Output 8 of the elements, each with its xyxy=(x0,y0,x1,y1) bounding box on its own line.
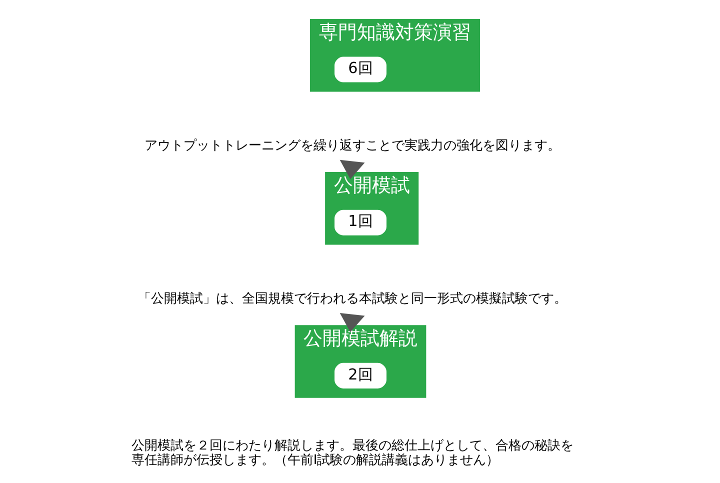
node-box: 1回 xyxy=(334,210,386,236)
arrow xyxy=(339,160,364,180)
node-text: 「公開模試」は、全国規模で行われる本試験と同一形式の模擬試験です。 xyxy=(137,292,566,307)
arrow xyxy=(339,312,364,332)
node-text: 公開模試を２回にわたり解説します。最後の総仕上げとして、合格の秘訣を専任講師が伝授します。（午前Ⅰ試験の解説講義はありません） xyxy=(130,438,573,468)
node-text: アウトプットトレーニングを繰り返すことで実践力の強化を図ります。 xyxy=(144,138,560,154)
node-box: 6回 xyxy=(334,56,386,82)
node-box: 2回 xyxy=(334,362,386,388)
